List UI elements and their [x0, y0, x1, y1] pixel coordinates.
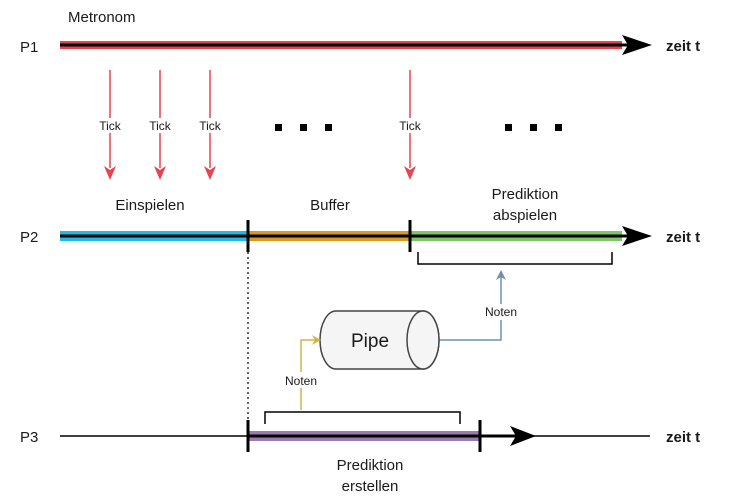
label-prediktion-erstellen-1: Prediktion — [337, 457, 404, 474]
timeline-p1 — [60, 35, 652, 55]
timeline-p3 — [60, 420, 650, 452]
label-prediktion-erstellen-2: erstellen — [342, 478, 399, 495]
noten-arrow-in: Noten — [279, 335, 323, 410]
process-label-p1: P1 — [20, 39, 38, 56]
process-label-p2: P2 — [20, 229, 38, 246]
pipe-icon — [319, 310, 440, 370]
tick-arrow-1: Tick — [96, 70, 124, 180]
label-buffer: Buffer — [310, 197, 350, 214]
tick-label: Tick — [199, 119, 222, 133]
metronome-label: Metronom — [68, 9, 136, 26]
axis-label-p1: zeit t — [666, 38, 700, 55]
tick-label: Tick — [399, 119, 422, 133]
tick-arrow-3: Tick — [196, 70, 224, 180]
label-prediktion-abspielen-2: abspielen — [493, 207, 557, 224]
tick-label: Tick — [149, 119, 172, 133]
noten-arrow-out: Noten — [440, 270, 523, 341]
arrow-head-icon — [622, 35, 652, 55]
bracket-erstellen — [264, 411, 461, 424]
label-einspielen: Einspielen — [115, 197, 184, 214]
axis-label-p3: zeit t — [666, 429, 700, 446]
arrow-head-icon — [622, 226, 652, 246]
bracket-abspielen — [417, 252, 613, 265]
process-label-p3: P3 — [20, 429, 38, 446]
noten-label-in: Noten — [285, 374, 317, 388]
arrow-head-icon — [510, 426, 536, 446]
pipe-label: Pipe — [351, 331, 389, 352]
label-prediktion-abspielen-1: Prediktion — [492, 186, 559, 203]
axis-label-p2: zeit t — [666, 229, 700, 246]
tick-arrow-4: Tick — [396, 70, 424, 180]
ellipsis-1 — [275, 124, 332, 131]
ellipsis-2 — [505, 124, 562, 131]
noten-label-out: Noten — [485, 305, 517, 319]
timeline-p2 — [60, 220, 652, 252]
tick-arrow-2: Tick — [146, 70, 174, 180]
tick-label: Tick — [99, 119, 122, 133]
